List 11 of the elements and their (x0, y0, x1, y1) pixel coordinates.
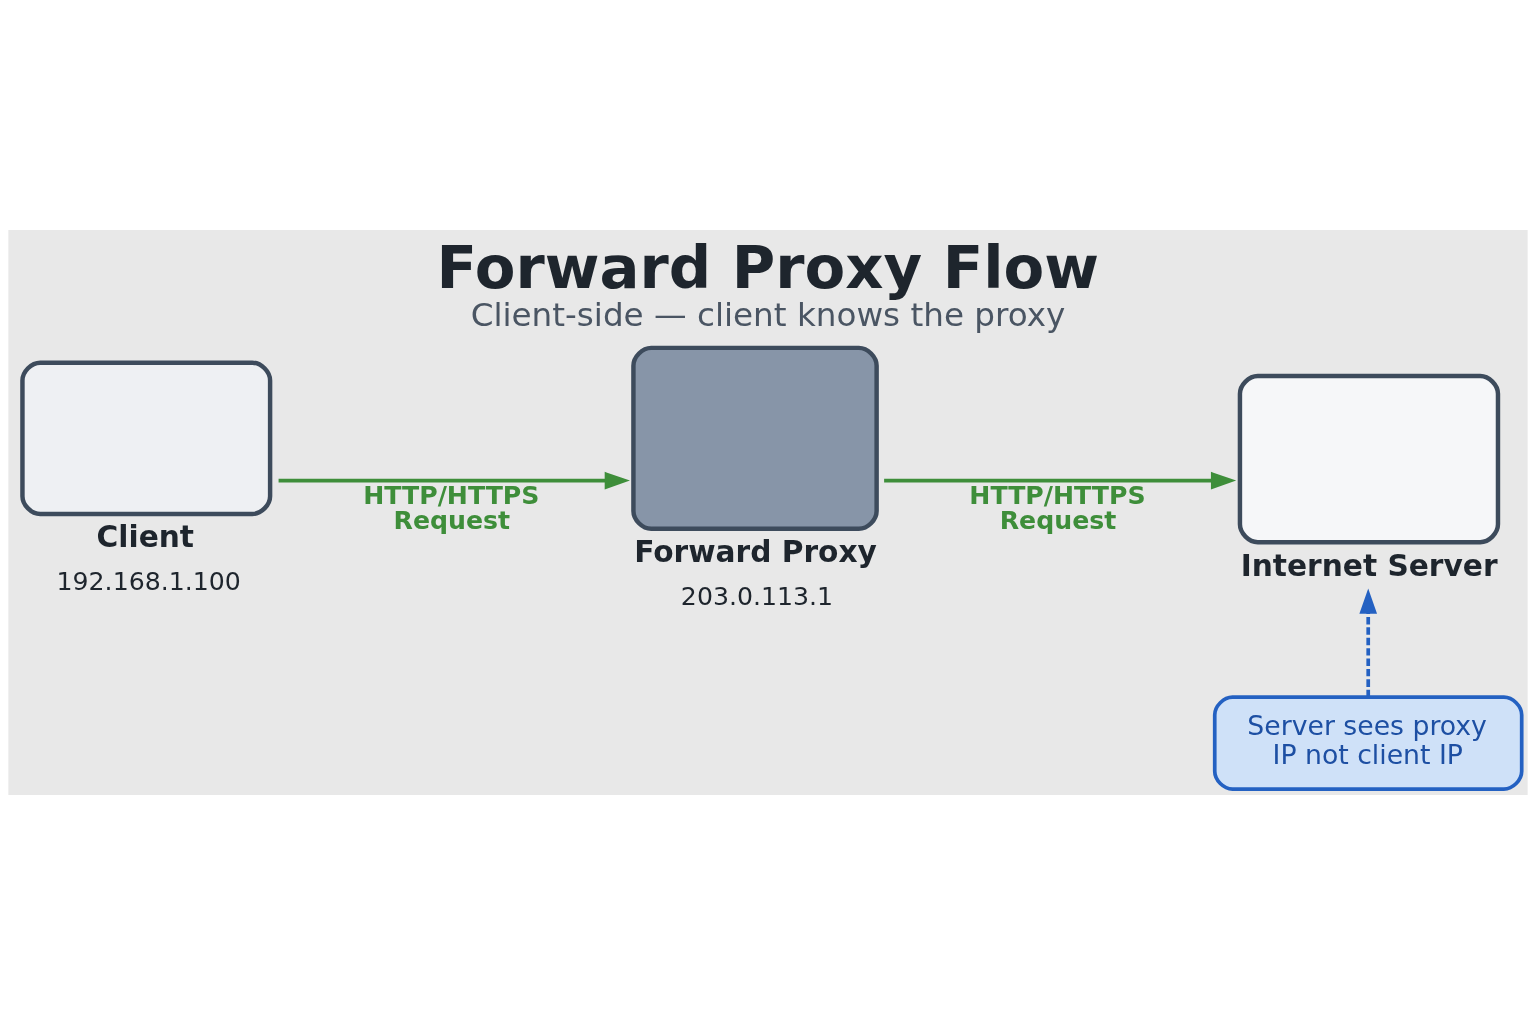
arrow (278, 471, 630, 489)
edge-label: HTTP/HTTPS Request (969, 480, 1146, 535)
node-box: Server sees proxy IP not client IP (1212, 694, 1524, 791)
arrow (884, 471, 1237, 489)
node-label: 192.168.1.100 (56, 566, 241, 596)
node-label: Forward Proxy (634, 533, 877, 569)
node-label: Internet Server (1240, 547, 1498, 583)
node-label: 203.0.113.1 (680, 581, 834, 611)
arrow (1359, 588, 1378, 697)
node-label: Client (96, 518, 195, 554)
edge-label: HTTP/HTTPS Request (363, 480, 540, 535)
